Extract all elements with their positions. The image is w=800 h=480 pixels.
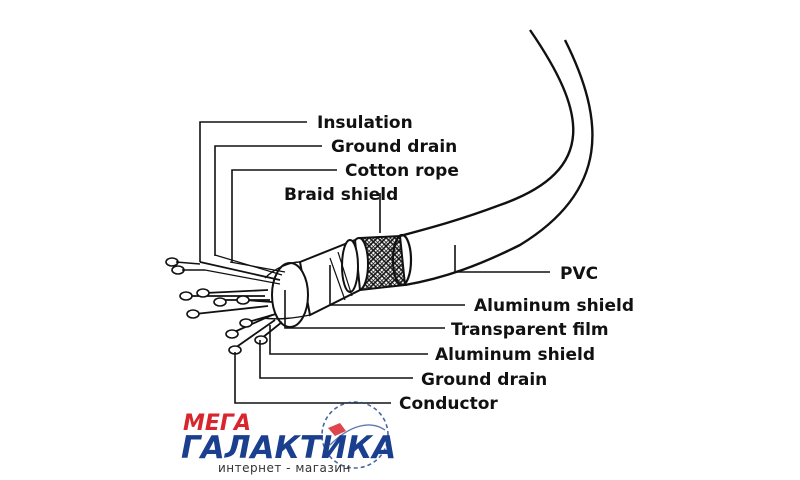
label-cotton-rope: Cotton rope xyxy=(345,161,459,181)
label-transparent-film: Transparent film xyxy=(451,320,609,340)
label-aluminum-shield-inner: Aluminum shield xyxy=(435,345,595,365)
label-conductor: Conductor xyxy=(399,394,498,414)
label-insulation: Insulation xyxy=(317,113,413,133)
label-braid-shield: Braid shield xyxy=(284,185,398,205)
brand-top: МЕГА xyxy=(183,411,251,436)
watermark-logo: МЕГА ГАЛАКТИКА интернет - магазин xyxy=(181,401,396,475)
brand-tagline: интернет - магазин xyxy=(218,461,351,475)
star-icon xyxy=(328,423,346,436)
label-pvc: PVC xyxy=(560,264,598,284)
wire-strands xyxy=(165,254,286,355)
aluminum-shield-section xyxy=(298,238,362,317)
leader-lines xyxy=(199,121,550,404)
label-aluminum-shield-outer: Aluminum shield xyxy=(474,296,634,316)
label-ground-drain-top: Ground drain xyxy=(331,137,457,157)
cable-jacket xyxy=(399,29,594,287)
brand-main: ГАЛАКТИКА xyxy=(181,430,396,466)
globe-icon xyxy=(321,401,389,469)
labels: Insulation Ground drain Cotton rope Brai… xyxy=(284,113,634,414)
label-ground-drain-bottom: Ground drain xyxy=(421,370,547,390)
inner-bundle xyxy=(261,261,311,328)
